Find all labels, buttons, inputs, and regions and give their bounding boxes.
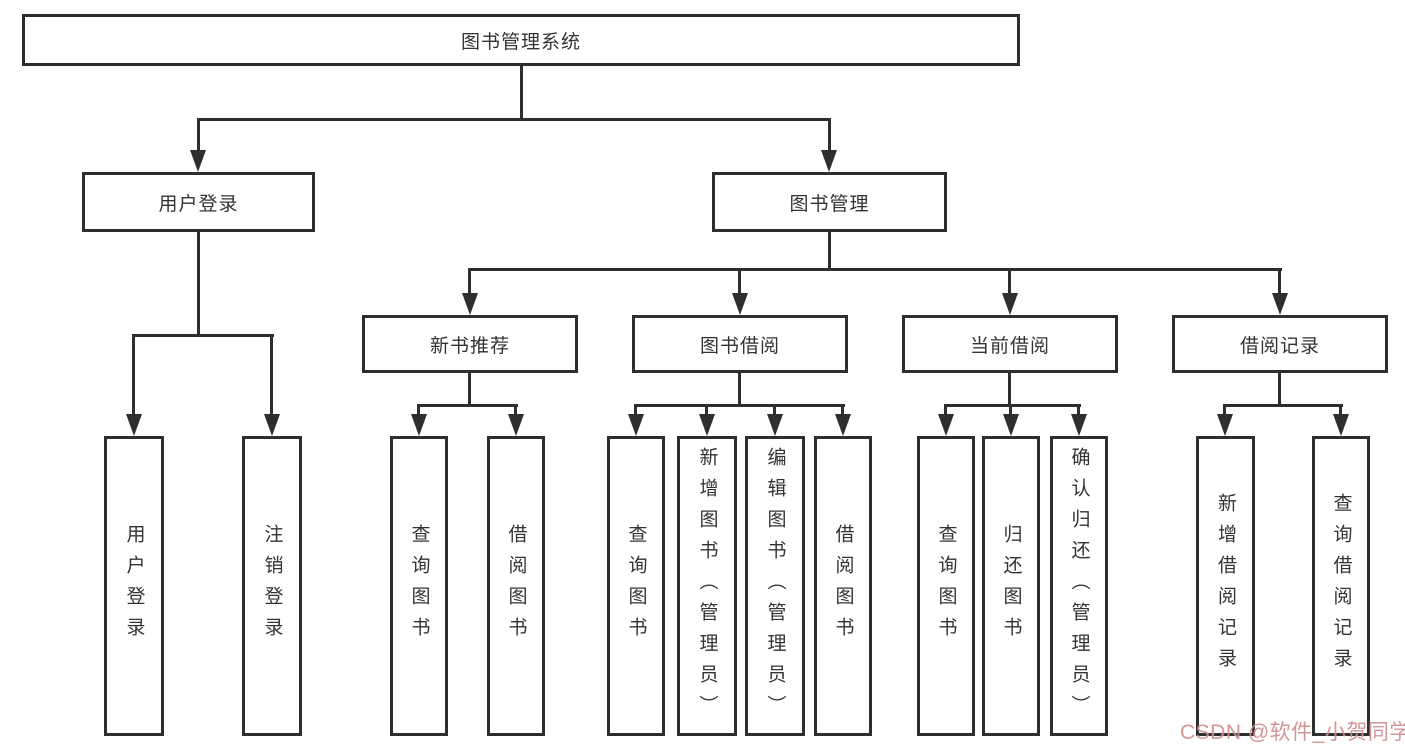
leaf-records-add-record: 新增借阅记录 — [1196, 436, 1255, 736]
arrowhead-down-icon — [462, 293, 478, 315]
drop-line — [1009, 404, 1012, 416]
drop-to-current-borrow-line — [1008, 268, 1011, 295]
drop-line — [1077, 404, 1080, 416]
drop-to-borrow-records-line — [1278, 268, 1281, 295]
leaf-borrow-borrow-books: 借阅图书 — [814, 436, 872, 736]
arrowhead-down-icon — [1071, 414, 1087, 436]
book-borrow-split-line — [634, 404, 845, 407]
group-book-borrow: 图书借阅 — [632, 315, 848, 373]
borrow-records-split-line — [1223, 404, 1343, 407]
leaf-current-return-books-label: 归还图书 — [1000, 524, 1022, 648]
leaf-current-confirm-return-admin-label: 确认归还（管理员） — [1068, 446, 1090, 726]
leaf-borrow-edit-books-admin: 编辑图书（管理员） — [745, 436, 805, 736]
drop-line — [1223, 404, 1226, 416]
leaf-newrec-borrow-books-label: 借阅图书 — [505, 524, 527, 648]
root-node: 图书管理系统 — [22, 14, 1020, 66]
group-new-book-rec-label: 新书推荐 — [429, 335, 510, 357]
drop-to-leaf-user-login-line — [132, 334, 135, 416]
leaf-records-query-record-label: 查询借阅记录 — [1330, 493, 1352, 679]
leaf-borrow-add-books-admin-label: 新增图书（管理员） — [696, 446, 718, 726]
leaf-current-confirm-return-admin: 确认归还（管理员） — [1050, 436, 1108, 736]
leaf-newrec-query-books-label: 查询图书 — [408, 524, 430, 648]
drop-line — [634, 404, 637, 416]
leaf-logout-label: 注销登录 — [261, 524, 283, 648]
drop-line — [514, 404, 517, 416]
new-book-rec-split-line — [417, 404, 518, 407]
drop-to-book-mgmt-line — [828, 118, 831, 150]
group-current-borrow-label: 当前借阅 — [969, 335, 1050, 357]
drop-line — [417, 404, 420, 416]
drop-to-leaf-logout-line — [270, 334, 273, 416]
drop-to-book-borrow-line — [738, 268, 741, 295]
drop-to-user-login-line — [197, 118, 200, 150]
user-branch-split-line — [132, 334, 274, 337]
leaf-borrow-query-books: 查询图书 — [607, 436, 665, 736]
root-node-label: 图书管理系统 — [460, 31, 581, 53]
leaf-current-query-books: 查询图书 — [917, 436, 975, 736]
leaf-current-return-books: 归还图书 — [982, 436, 1040, 736]
leaf-records-query-record: 查询借阅记录 — [1312, 436, 1370, 736]
leaf-user-login-label: 用户登录 — [123, 524, 145, 648]
arrowhead-down-icon — [126, 414, 142, 436]
book-branch-split-line — [468, 268, 1282, 271]
current-borrow-split-line — [944, 404, 1081, 407]
arrowhead-down-icon — [1003, 414, 1019, 436]
arrowhead-down-icon — [411, 414, 427, 436]
new-book-rec-drop-line — [468, 373, 471, 407]
drop-line — [705, 404, 708, 416]
arrowhead-down-icon — [1272, 293, 1288, 315]
arrowhead-down-icon — [1217, 414, 1233, 436]
csdn-watermark: CSDN @软件_小贺同学 — [1180, 721, 1405, 744]
drop-to-new-book-rec-line — [468, 268, 471, 295]
current-borrow-drop-line — [1008, 373, 1011, 407]
group-book-borrow-label: 图书借阅 — [699, 335, 780, 357]
branch-user-login: 用户登录 — [82, 172, 315, 232]
borrow-records-drop-line — [1278, 373, 1281, 407]
branch-book-mgmt-label: 图书管理 — [789, 193, 870, 215]
root-split-line — [197, 118, 831, 121]
leaf-newrec-query-books: 查询图书 — [390, 436, 448, 736]
drop-line — [773, 404, 776, 416]
arrowhead-down-icon — [508, 414, 524, 436]
leaf-newrec-borrow-books: 借阅图书 — [487, 436, 545, 736]
arrowhead-down-icon — [628, 414, 644, 436]
leaf-logout: 注销登录 — [242, 436, 302, 736]
branch-book-mgmt: 图书管理 — [712, 172, 947, 232]
arrowhead-down-icon — [767, 414, 783, 436]
arrowhead-down-icon — [821, 150, 837, 172]
leaf-records-add-record-label: 新增借阅记录 — [1215, 493, 1236, 679]
arrowhead-down-icon — [732, 293, 748, 315]
branch-user-login-label: 用户登录 — [158, 193, 239, 215]
arrowhead-down-icon — [938, 414, 954, 436]
group-borrow-records: 借阅记录 — [1172, 315, 1388, 373]
arrowhead-down-icon — [190, 150, 206, 172]
drop-line — [841, 404, 844, 416]
arrowhead-down-icon — [699, 414, 715, 436]
leaf-user-login: 用户登录 — [104, 436, 164, 736]
leaf-borrow-edit-books-admin-label: 编辑图书（管理员） — [764, 446, 786, 726]
user-branch-drop-line — [197, 232, 200, 337]
leaf-borrow-add-books-admin: 新增图书（管理员） — [677, 436, 737, 736]
arrowhead-down-icon — [264, 414, 280, 436]
book-branch-drop-line — [828, 232, 831, 270]
leaf-current-query-books-label: 查询图书 — [935, 524, 957, 648]
book-borrow-drop-line — [738, 373, 741, 407]
leaf-borrow-borrow-books-label: 借阅图书 — [832, 524, 854, 648]
leaf-borrow-query-books-label: 查询图书 — [625, 524, 647, 648]
arrowhead-down-icon — [835, 414, 851, 436]
root-drop-line — [520, 66, 523, 119]
drop-line — [944, 404, 947, 416]
group-borrow-records-label: 借阅记录 — [1239, 335, 1320, 357]
group-current-borrow: 当前借阅 — [902, 315, 1118, 373]
arrowhead-down-icon — [1002, 293, 1018, 315]
drop-line — [1339, 404, 1342, 416]
arrowhead-down-icon — [1333, 414, 1349, 436]
group-new-book-rec: 新书推荐 — [362, 315, 578, 373]
